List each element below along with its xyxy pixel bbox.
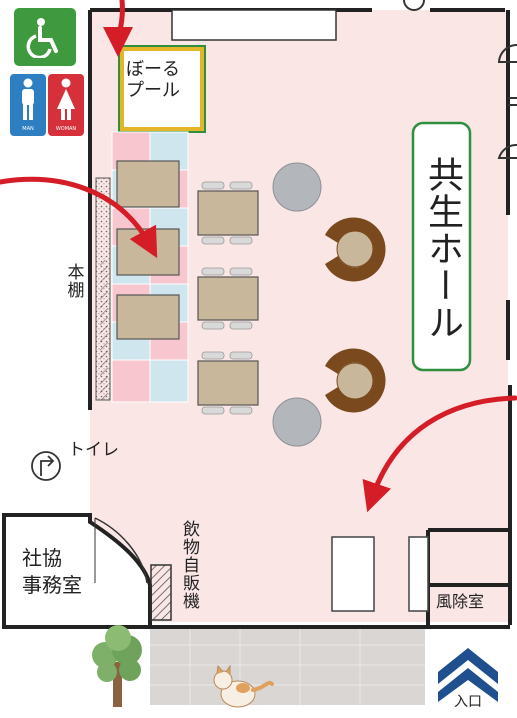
bookshelf-label: 本棚 bbox=[63, 263, 84, 299]
women-toilet-sign: WOMAN bbox=[48, 74, 84, 136]
ball-pool-label: ぼーる プール bbox=[126, 59, 180, 101]
office-room bbox=[2, 513, 152, 629]
hall-name-frame bbox=[411, 121, 472, 372]
men-caption: MAN bbox=[22, 126, 34, 132]
woman-icon bbox=[57, 78, 75, 120]
men-toilet-sign: MAN bbox=[10, 74, 46, 136]
vending-machine-unit bbox=[150, 564, 172, 621]
ball-pool-area bbox=[118, 45, 206, 133]
vending-machine-label: 飲物自販機 bbox=[179, 520, 199, 610]
women-caption: WOMAN bbox=[55, 126, 77, 132]
man-icon bbox=[22, 78, 34, 120]
center-tables bbox=[197, 181, 259, 415]
round-sofas bbox=[325, 217, 386, 413]
red-arrows bbox=[0, 0, 517, 513]
tree-illustration bbox=[92, 625, 142, 707]
door-symbols-right bbox=[403, 0, 517, 159]
entrance-label: 入口 bbox=[452, 694, 484, 711]
top-counter bbox=[171, 9, 337, 41]
hall-name-label: 共生ホール bbox=[422, 155, 463, 341]
mat-tables bbox=[116, 160, 180, 340]
toilet-label: トイレ bbox=[68, 440, 119, 460]
cat-illustration bbox=[213, 664, 274, 708]
shakyo-office-label: 社協 事務室 bbox=[22, 546, 82, 597]
wheelchair-icon bbox=[26, 18, 58, 58]
entrance-fixtures bbox=[331, 536, 429, 612]
accessible-sign bbox=[14, 8, 76, 66]
gray-stools bbox=[272, 162, 322, 447]
toilet-direction-icon bbox=[31, 451, 61, 481]
windbreak-room-label: 風除室 bbox=[436, 592, 485, 611]
